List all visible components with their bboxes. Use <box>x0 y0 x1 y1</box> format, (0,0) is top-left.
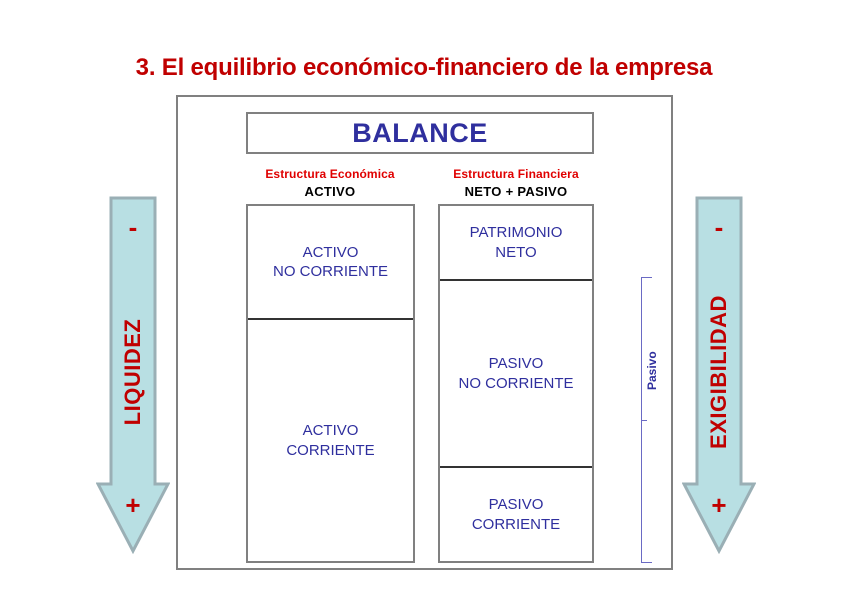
pasivo-bracket <box>641 277 652 563</box>
balance-header-box: BALANCE <box>246 112 594 154</box>
cell-line-1: ACTIVO <box>302 422 359 439</box>
cell-text: PATRIMONIO NETO <box>470 223 563 262</box>
cell-line-2: CORRIENTE <box>471 515 561 533</box>
liquidez-plus-sign: + <box>125 490 141 520</box>
exigibilidad-plus-sign: + <box>711 490 727 520</box>
cell-line-1: PASIVO <box>488 496 544 513</box>
neto-pasivo-column: PATRIMONIO NETO PASIVO NO CORRIENTE PASI… <box>438 204 594 563</box>
cell-line-1: ACTIVO <box>302 243 359 261</box>
liquidez-label: LIQUIDEZ <box>120 318 145 426</box>
cell-pasivo-no-corriente: PASIVO NO CORRIENTE <box>440 279 592 466</box>
cell-activo-corriente: ACTIVO CORRIENTE <box>248 318 413 561</box>
exigibilidad-label: EXIGIBILIDAD <box>706 295 731 449</box>
cell-pasivo-corriente: PASIVO CORRIENTE <box>440 466 592 561</box>
cell-activo-no-corriente: ACTIVO NO CORRIENTE <box>248 206 413 318</box>
cell-line-1: PASIVO <box>488 355 544 372</box>
bracket-tick <box>641 420 647 421</box>
estructura-financiera-label: Estructura Financiera <box>453 167 579 181</box>
cell-line-2: NO CORRIENTE <box>458 374 574 392</box>
column-heading-financiera: Estructura Financiera NETO + PASIVO <box>438 167 594 200</box>
down-arrow-icon <box>682 196 756 554</box>
cell-line-2: NETO <box>495 243 537 261</box>
liquidez-minus-sign: - <box>128 212 138 242</box>
cell-text: ACTIVO CORRIENTE <box>286 421 374 460</box>
activo-total-label: ACTIVO <box>304 184 356 199</box>
column-heading-economica: Estructura Económica ACTIVO <box>245 167 415 200</box>
activo-column: ACTIVO NO CORRIENTE ACTIVO CORRIENTE <box>246 204 415 563</box>
exigibilidad-arrow: - + EXIGIBILIDAD <box>682 196 756 554</box>
page-title: 3. El equilibrio económico-financiero de… <box>135 54 713 81</box>
cell-text: PASIVO CORRIENTE <box>472 495 560 534</box>
cell-line-2: NO CORRIENTE <box>272 263 388 280</box>
estructura-economica-label: Estructura Económica <box>265 167 395 181</box>
cell-text: ACTIVO NO CORRIENTE <box>273 243 388 282</box>
pasivo-bracket-label: Pasivo <box>645 351 659 390</box>
cell-text: PASIVO NO CORRIENTE <box>458 354 573 393</box>
neto-pasivo-total-label: NETO + PASIVO <box>464 184 568 199</box>
liquidez-arrow: - + LIQUIDEZ <box>96 196 170 554</box>
exigibilidad-minus-sign: - <box>714 212 724 242</box>
cell-patrimonio-neto: PATRIMONIO NETO <box>440 206 592 279</box>
balance-header-label: BALANCE <box>352 117 488 148</box>
down-arrow-icon <box>96 196 170 554</box>
cell-line-1: PATRIMONIO <box>469 224 563 241</box>
cell-line-2: CORRIENTE <box>286 441 375 459</box>
